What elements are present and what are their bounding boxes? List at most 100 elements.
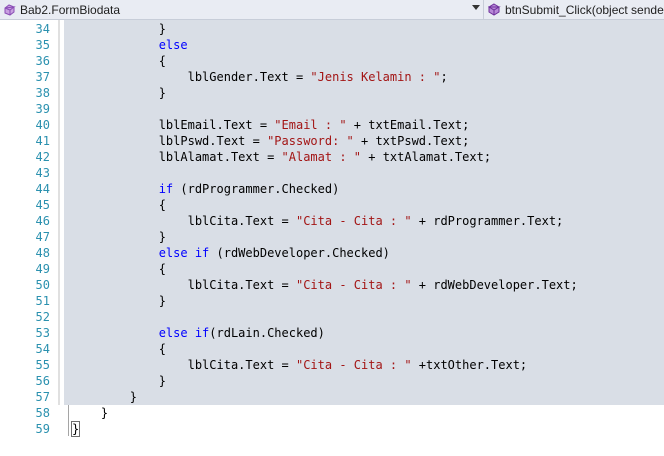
text-caret [79,421,81,435]
code-line[interactable]: 52 [0,309,664,325]
code-line[interactable]: 53 else if(rdLain.Checked) [0,325,664,341]
code-line[interactable]: 50 lblCita.Text = "Cita - Cita : " + rdW… [0,277,664,293]
code-token: +txtOther.Text; [411,358,528,372]
code-line[interactable]: 46 lblCita.Text = "Cita - Cita : " + rdP… [0,213,664,229]
code-token: + rdProgrammer.Text; [411,214,564,228]
code-line[interactable]: 41 lblPswd.Text = "Password: " + txtPswd… [0,133,664,149]
string-token: "Jenis Kelamin : " [310,70,441,84]
class-dropdown-label: Bab2.FormBiodata [20,2,121,17]
gutter-margin [60,20,64,456]
code-line[interactable]: 42 lblAlamat.Text = "Alamat : " + txtAla… [0,149,664,165]
string-token: "Password: " [267,134,354,148]
indent [72,262,159,276]
indent [72,22,159,36]
code-line[interactable]: 39 [0,101,664,117]
line-number: 56 [35,374,50,388]
line-number: 58 [35,406,50,420]
code-text: lblCita.Text = "Cita - Cita : " + rdProg… [72,213,564,229]
string-token: "Cita - Cita : " [295,214,412,228]
code-line[interactable]: 54 { [0,341,664,357]
code-line[interactable]: 49 { [0,261,664,277]
code-line[interactable]: 58 } [0,405,664,421]
code-line[interactable]: 34 } [0,21,664,37]
code-token: } [129,390,138,404]
string-token: "Email : " [274,118,347,132]
line-number: 36 [35,54,50,68]
code-token: { [158,262,166,276]
line-number: 49 [35,262,50,276]
code-token: } [158,294,166,308]
code-line[interactable]: 44 if (rdProgrammer.Checked) [0,181,664,197]
indent [72,342,159,356]
line-number: 40 [35,118,50,132]
code-token: lblCita.Text = [187,358,296,372]
line-number: 55 [35,358,50,372]
code-text: { [72,261,166,277]
indent [72,38,159,52]
code-token: { [158,198,166,212]
code-token: } [158,86,166,100]
line-number: 45 [35,198,50,212]
indent [72,150,159,164]
keyword-token: else [158,38,188,52]
line-number: 57 [35,390,50,404]
code-line[interactable]: 40 lblEmail.Text = "Email : " + txtEmail… [0,117,664,133]
code-line[interactable]: 37 lblGender.Text = "Jenis Kelamin : "; [0,69,664,85]
indent [72,118,159,132]
indent [72,86,159,100]
line-number: 46 [35,214,50,228]
code-text: else [72,37,188,53]
code-text: } [72,405,108,421]
method-icon [487,3,501,16]
code-line[interactable]: 45 { [0,197,664,213]
code-line[interactable]: 43 [0,165,664,181]
code-text: } [72,85,166,101]
code-token: } [158,374,166,388]
class-dropdown[interactable]: Bab2.FormBiodata [0,0,484,19]
code-token: lblAlamat.Text = [158,150,282,164]
line-number: 48 [35,246,50,260]
code-token: + rdWebDeveloper.Text; [411,278,578,292]
chevron-down-icon[interactable] [472,5,480,10]
indent [72,278,188,292]
code-token: (rdProgrammer.Checked) [173,182,340,196]
member-dropdown-label: btnSubmit_Click(object sender [505,2,664,17]
code-token: + txtEmail.Text; [346,118,470,132]
keyword-token: else if [158,326,210,340]
code-line[interactable]: 38 } [0,85,664,101]
code-text: lblGender.Text = "Jenis Kelamin : "; [72,69,448,85]
code-line[interactable]: 47 } [0,229,664,245]
code-text: { [72,197,166,213]
line-number: 35 [35,38,50,52]
code-text: if (rdProgrammer.Checked) [72,181,340,197]
code-line[interactable]: 59} [0,421,664,437]
line-number: 43 [35,166,50,180]
code-text: lblEmail.Text = "Email : " + txtEmail.Te… [72,117,470,133]
code-text: } [72,229,166,245]
indent [72,214,188,228]
indent [72,134,159,148]
code-line[interactable]: 48 else if (rdWebDeveloper.Checked) [0,245,664,261]
line-number: 39 [35,102,50,116]
indent [72,182,159,196]
code-token: (rdWebDeveloper.Checked) [209,246,390,260]
member-dropdown[interactable]: btnSubmit_Click(object sender [484,0,664,19]
code-text: { [72,341,166,357]
selection-highlight [64,20,664,405]
code-line[interactable]: 56 } [0,373,664,389]
indent [72,326,159,340]
class-icon [3,3,16,16]
code-line[interactable]: 35 else [0,37,664,53]
code-line[interactable]: 57 } [0,389,664,405]
line-number: 44 [35,182,50,196]
string-token: "Alamat : " [281,150,362,164]
line-number: 34 [35,22,50,36]
code-line[interactable]: 51 } [0,293,664,309]
code-text: } [72,21,166,37]
code-line[interactable]: 55 lblCita.Text = "Cita - Cita : " +txtO… [0,357,664,373]
code-line[interactable]: 36 { [0,53,664,69]
code-token: } [158,22,166,36]
navigation-bar: Bab2.FormBiodata btnSubmit_Click(object … [0,0,664,20]
indent [72,198,159,212]
